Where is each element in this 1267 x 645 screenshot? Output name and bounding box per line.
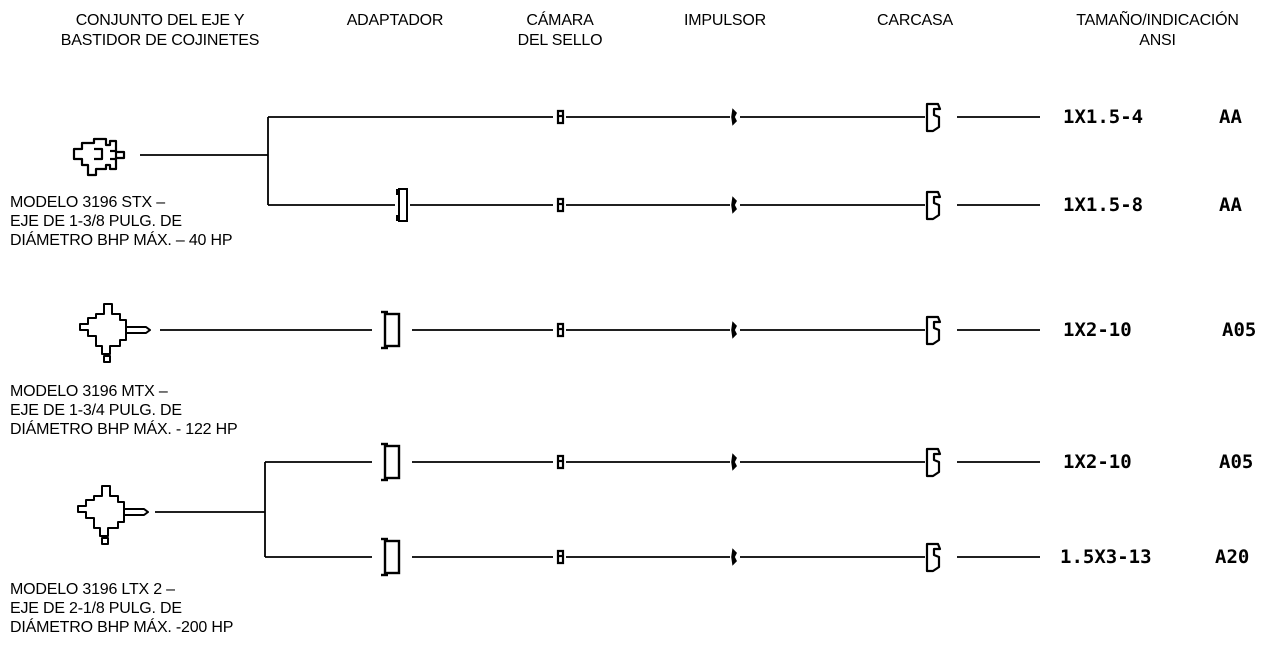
size-code: 1X1.5-8: [1063, 194, 1143, 216]
impeller-icon: [731, 549, 737, 565]
mtx-frame-icon: [79, 303, 151, 363]
size-code: 1X2-10: [1063, 319, 1132, 341]
model-label-stx: MODELO 3196 STX – EJE DE 1-3/8 PULG. DE …: [10, 194, 233, 249]
casing-icon: [925, 315, 942, 346]
size-code: 1X2-10: [1063, 451, 1132, 473]
adapter-icon: [379, 537, 401, 577]
seal-chamber-icon: [556, 322, 565, 338]
casing-icon: [925, 542, 942, 573]
header-casing: CARCASA: [877, 12, 953, 29]
seal-chamber-icon: [556, 197, 565, 213]
adapter-icon: [379, 442, 401, 482]
casing-icon: [925, 190, 942, 221]
ansi-code: AA: [1219, 194, 1242, 216]
casing-icon: [925, 102, 942, 133]
header-impeller: IMPULSOR: [684, 12, 766, 29]
impeller-icon: [731, 109, 737, 125]
ansi-code: A05: [1222, 319, 1256, 341]
ltx-frame-icon: [77, 485, 149, 545]
seal-chamber-icon: [556, 109, 565, 125]
ansi-code: A05: [1219, 451, 1253, 473]
impeller-icon: [731, 454, 737, 470]
size-code: 1.5X3-13: [1060, 546, 1152, 568]
seal-chamber-icon: [556, 549, 565, 565]
header-shaft-bearing: CONJUNTO DEL EJE Y BASTIDOR DE COJINETES: [60, 12, 260, 49]
ansi-code: AA: [1219, 106, 1242, 128]
seal-chamber-icon: [556, 454, 565, 470]
ansi-code: A20: [1215, 546, 1249, 568]
adapter-icon: [396, 188, 408, 222]
header-adapter: ADAPTADOR: [346, 12, 444, 29]
stx-frame-icon: [72, 137, 126, 177]
adapter-icon: [379, 310, 401, 350]
header-size-ansi: TAMAÑO/INDICACIÓN ANSI: [1076, 12, 1239, 49]
impeller-icon: [731, 322, 737, 338]
size-code: 1X1.5-4: [1063, 106, 1143, 128]
impeller-icon: [731, 197, 737, 213]
model-label-ltx: MODELO 3196 LTX 2 – EJE DE 2-1/8 PULG. D…: [10, 581, 234, 636]
model-label-mtx: MODELO 3196 MTX – EJE DE 1-3/4 PULG. DE …: [10, 383, 238, 438]
casing-icon: [925, 447, 942, 478]
header-seal-chamber: CÁMARA DEL SELLO: [517, 12, 603, 49]
